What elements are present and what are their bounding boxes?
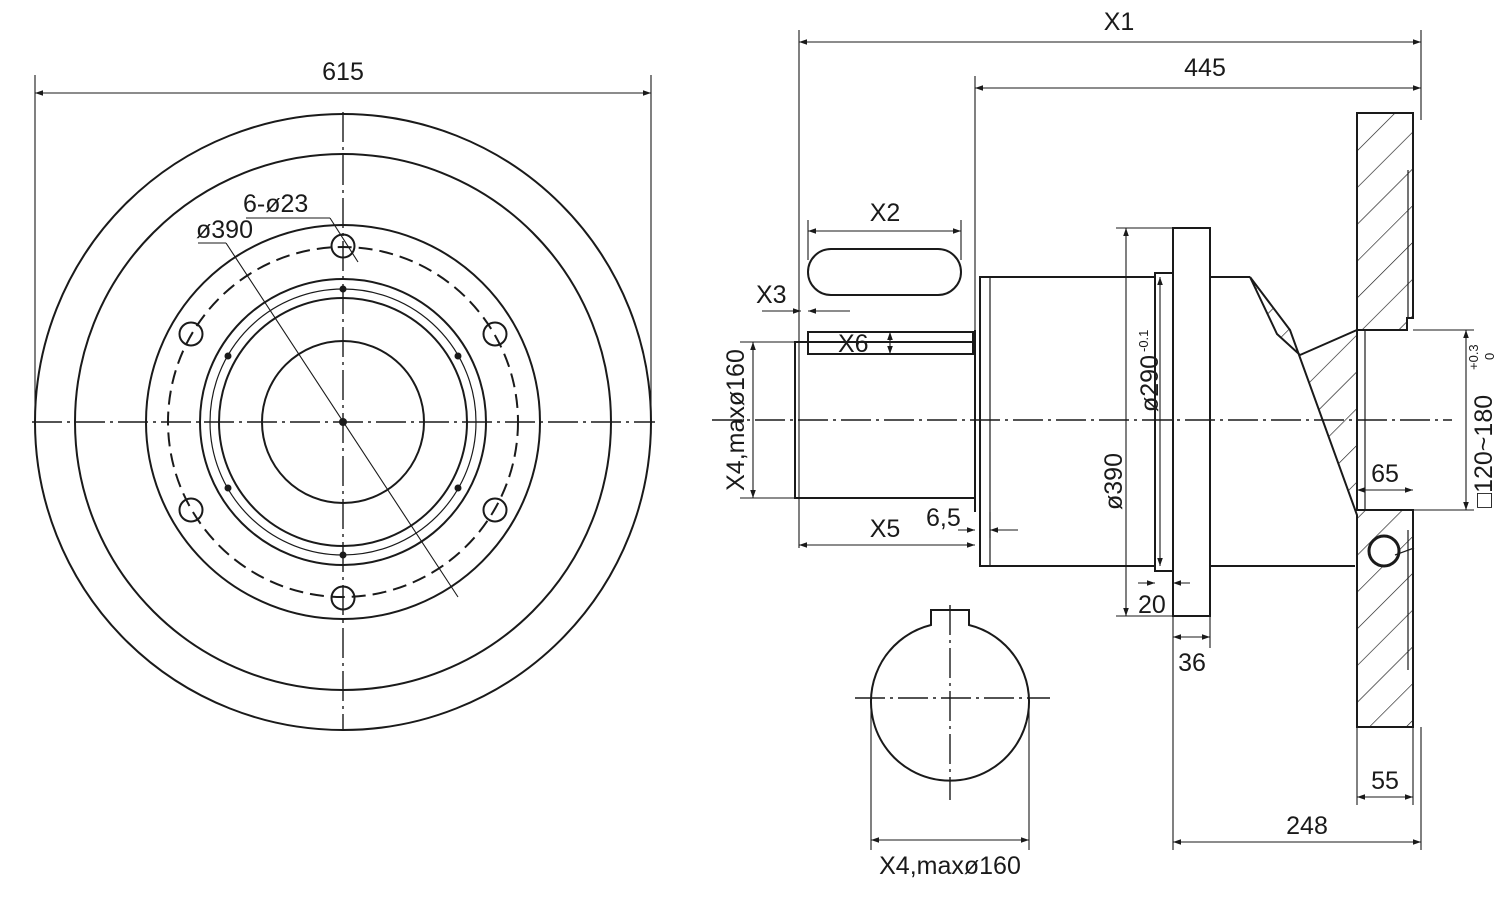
dim-text-x3: X3 [756,281,787,309]
bolt-hole [178,321,204,347]
dim-text-x4-section: X4,maxø160 [879,852,1021,880]
bolt-circle [167,246,519,598]
dim-text-x4-shaft: X4,maxø160 [722,349,750,491]
body-circle [145,224,541,620]
side-view: X1 445 X2 X3 X6 X4,maxø160 X5 6,5 ø290 [712,8,1498,850]
small-hole [224,352,232,360]
bore-circle-3 [218,297,468,547]
dim-text-248: 248 [1286,812,1328,840]
dim-text-6-5: 6,5 [926,504,961,532]
flange-circle [74,153,612,691]
dim-text-square-tol-upper: +0.3 [1466,344,1481,370]
dim-text-615: 615 [322,58,364,86]
bolt-hole [482,321,508,347]
dim-text-x5: X5 [870,515,901,543]
bolt-hole [330,585,356,611]
small-hole [339,285,347,293]
small-hole [454,352,462,360]
leader-line [225,242,459,598]
dim-text-20: 20 [1138,591,1166,619]
pilot-step [1154,272,1174,572]
bolt-hole [482,497,508,523]
shaft-section-outline [870,609,1030,782]
dim-text-390: ø390 [1100,453,1128,510]
dim-text-36: 36 [1178,649,1206,677]
dim-text-square: □120~180 [1470,395,1498,508]
dim-text-445: 445 [1184,54,1226,82]
small-holes [224,285,462,559]
bolt-hole [330,233,356,259]
small-hole [224,484,232,492]
pin-leader [1394,547,1415,556]
bore-circle-1 [199,278,487,566]
housing-body [979,276,1156,567]
dim-text-square-tol-lower: 0 [1482,353,1497,360]
small-hole [454,484,462,492]
dim-text-x6: X6 [838,330,869,358]
bolt-holes [178,233,508,611]
bolt-hole [178,497,204,523]
hub-circle [261,340,425,504]
leader-line [329,217,359,263]
dim-text-bolt-circle: ø390 [196,216,253,244]
key-slot [807,248,962,296]
dim-text-290: ø290 [1136,355,1164,412]
front-view: 615 6-ø23 ø390 [32,58,655,731]
dim-text-65: 65 [1371,460,1399,488]
dim-text-x1: X1 [1104,8,1135,36]
dim-text-55: 55 [1371,767,1399,795]
disc-section-hatched [1249,112,1414,728]
dim-text-290-tol: -0.1 [1136,330,1151,352]
dim-text-bolt-holes: 6-ø23 [243,190,308,218]
outer-circle [34,113,652,731]
locking-pin [1367,534,1401,568]
small-hole [339,551,347,559]
shaft-section-view: X4,maxø160 [855,605,1050,880]
flange [1172,227,1211,617]
dim-text-x2: X2 [870,199,901,227]
